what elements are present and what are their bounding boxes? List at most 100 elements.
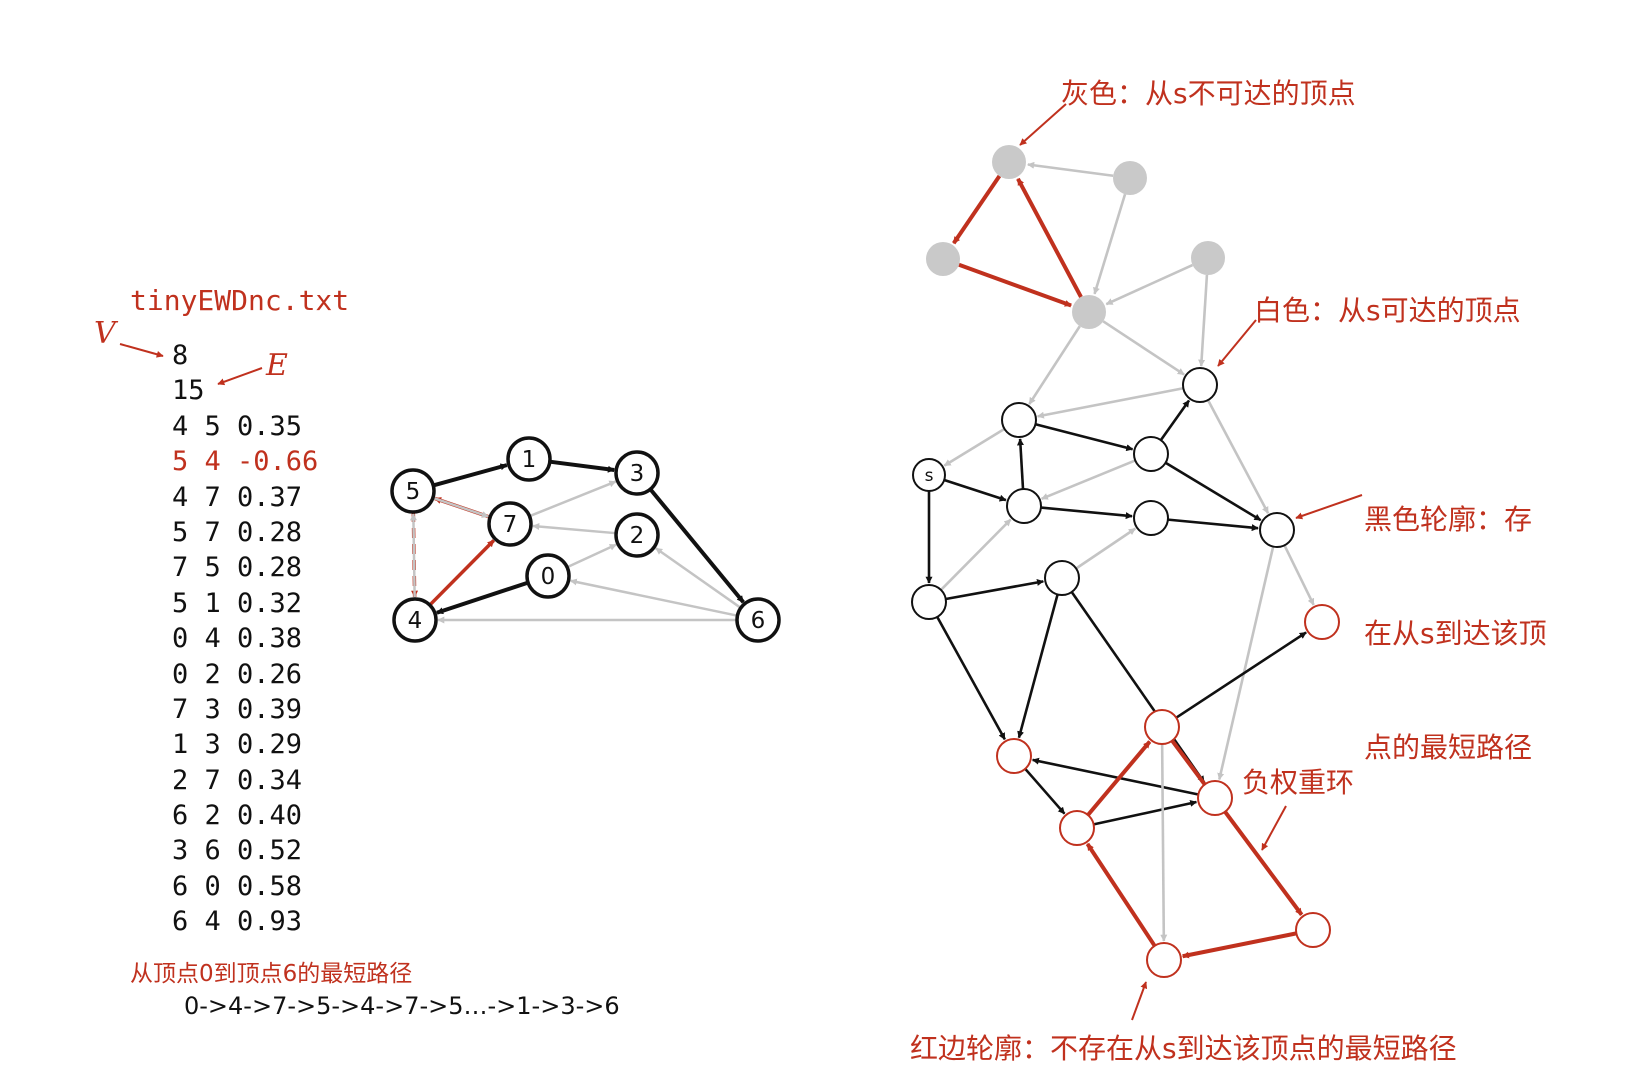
- big-graph-edge: [1035, 422, 1134, 452]
- unreachable-vertex: [926, 242, 960, 276]
- small-graph-edge: [428, 539, 496, 607]
- big-graph-edge: [1167, 518, 1259, 532]
- edge-list-line: 5 4 -0.66: [172, 446, 319, 478]
- path-sequence: 0->4->7->5->4->7->5…->1->3->6: [184, 992, 620, 1020]
- small-graph-edge: [436, 580, 529, 615]
- annotation-black-line: 黑色轮廓：存: [1364, 503, 1533, 536]
- annotation-red-contour: 红边轮廓：不存在从s到达该顶点的最短路径: [910, 1032, 1457, 1065]
- big-graph-edge: [1031, 757, 1199, 796]
- reachable-vertex: [1182, 367, 1218, 403]
- big-graph-edge: [1102, 320, 1185, 376]
- small-graph-vertex-label: 4: [408, 608, 423, 634]
- edge-list-line: 4 5 0.35: [172, 410, 303, 442]
- big-graph-edge: [940, 518, 1012, 591]
- small-graph-vertex-label: 7: [503, 512, 518, 538]
- pointer-white: [1217, 319, 1257, 367]
- edge-list-line: 6 2 0.40: [172, 800, 303, 832]
- edge-list-line: 8: [172, 340, 189, 371]
- small-graph-edge: [432, 463, 508, 488]
- big-graph-edge: [952, 174, 1002, 245]
- small-graph-vertex: [392, 597, 438, 643]
- annotation-gray: 灰色：从s不可达的顶点: [1061, 77, 1356, 110]
- small-graph-vertex: [614, 512, 660, 558]
- small-graph-vertex: [614, 450, 660, 496]
- annotation-black-line: 点的最短路径: [1364, 731, 1533, 764]
- big-graph-edge: [1093, 799, 1198, 826]
- edge-list-line: 3 6 0.52: [172, 835, 303, 867]
- small-graph-vertex-label: 5: [406, 479, 421, 505]
- small-graph-vertex: [487, 501, 533, 547]
- annotation-white: 白色：从s可达的顶点: [1254, 294, 1521, 327]
- source-vertex-label: s: [925, 466, 934, 486]
- edge-list-line: 5 7 0.28: [172, 516, 303, 548]
- pointer-negative-cycle: [1261, 805, 1287, 851]
- edge-list-line: 7 5 0.28: [172, 552, 303, 584]
- edge-list-line: 0 2 0.26: [172, 658, 303, 690]
- unreachable-vertex: [1113, 161, 1147, 195]
- big-graph-edge: [1040, 506, 1133, 520]
- small-graph-edge: [432, 496, 489, 518]
- big-graph-edge: [1093, 193, 1127, 295]
- small-graph-vertex: [735, 597, 781, 643]
- small-graph-vertex-label: 0: [541, 564, 556, 590]
- no-shortest-path-vertex: [1197, 780, 1233, 816]
- big-graph-edge: [1024, 767, 1066, 815]
- edge-count-marker: E: [266, 348, 288, 383]
- no-shortest-path-vertex: [1144, 709, 1180, 745]
- vertex-count-marker: V: [94, 316, 116, 351]
- pointer-red-contour: [1131, 981, 1148, 1021]
- big-graph-edge: [958, 262, 1072, 308]
- small-graph-vertex: [506, 436, 552, 482]
- no-shortest-path-vertex: [1059, 810, 1095, 846]
- big-graph-edge: [1075, 527, 1136, 570]
- edge-list-line: 4 7 0.37: [172, 481, 303, 513]
- small-graph-edge: [409, 513, 417, 600]
- pointer-black: [1295, 494, 1363, 520]
- pointer-v: [119, 343, 164, 358]
- no-shortest-path-vertex: [1295, 912, 1331, 948]
- small-graph-edge: [549, 459, 615, 473]
- reachable-vertex: [911, 584, 947, 620]
- small-graph-vertex-label: 2: [630, 523, 645, 549]
- pointer-arrows-layer: [119, 103, 1363, 1021]
- small-graph-edge: [566, 543, 617, 569]
- edges-layer: [409, 161, 1315, 959]
- big-graph-edge: [1159, 399, 1191, 441]
- big-graph-edge: [1181, 931, 1297, 959]
- edge-list-line: 7 3 0.39: [172, 693, 303, 725]
- big-graph-edge: [936, 616, 1006, 740]
- edge-list-line: 1 3 0.29: [172, 729, 303, 761]
- small-graph-edge: [648, 487, 745, 604]
- big-graph-edge: [1028, 325, 1081, 405]
- big-graph-edge: [1206, 399, 1270, 514]
- edge-list-line: 6 4 0.93: [172, 906, 303, 938]
- big-graph-edge: [1160, 743, 1168, 942]
- no-shortest-path-vertex: [1146, 942, 1182, 978]
- unreachable-vertex: [1191, 241, 1225, 275]
- big-graph-edge: [945, 579, 1044, 601]
- big-graph-edge: [1105, 263, 1194, 306]
- big-graph-edge: [943, 478, 1007, 502]
- reachable-vertex: [1006, 488, 1042, 524]
- pointer-e: [217, 367, 263, 386]
- edge-list-line: 15: [172, 375, 205, 407]
- reachable-vertex: [1044, 560, 1080, 596]
- small-graph-vertex-label: 1: [522, 447, 537, 473]
- small-graph-vertex-label: 3: [630, 461, 645, 487]
- no-shortest-path-vertex: [1304, 604, 1340, 640]
- big-graph-edge: [1170, 739, 1304, 916]
- annotation-black-line: 在从s到达该顶: [1364, 617, 1547, 650]
- small-graph-edge: [655, 547, 742, 609]
- reachable-vertex: [1001, 402, 1037, 438]
- small-graph-vertex: [525, 553, 571, 599]
- small-graph-edge: [532, 523, 617, 535]
- small-graph-edge: [569, 578, 738, 617]
- big-graph-edge: [1016, 438, 1025, 490]
- big-graph-edge: [1175, 631, 1307, 719]
- big-graph-edge: [943, 427, 1006, 467]
- file-name: tinyEWDnc.txt: [130, 284, 350, 317]
- annotation-negative-cycle: 负权重环: [1242, 766, 1355, 799]
- big-graph-edge: [1027, 161, 1114, 178]
